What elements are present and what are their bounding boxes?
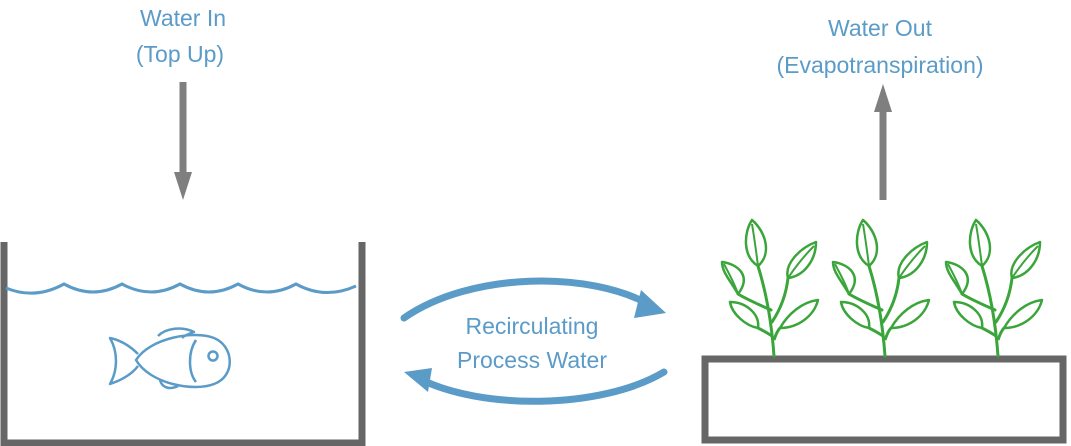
water-in-sublabel: (Top Up) [136, 41, 224, 67]
plant-icon [944, 218, 1044, 358]
grow-bed [701, 355, 1067, 444]
recirculation-arrow-to-fish-tank [404, 368, 668, 405]
water-out-sublabel: (Evapotranspiration) [776, 52, 983, 78]
plant-icon [831, 218, 931, 358]
water-out-arrow [874, 84, 892, 200]
plant-icon [720, 218, 820, 358]
process-water-label: Process Water [457, 347, 607, 373]
water-in-label: Water In [140, 5, 226, 31]
water-out-label: Water Out [828, 15, 933, 41]
recirculation-arrow-to-grow-bed [400, 277, 666, 322]
water-in-arrow [174, 82, 192, 200]
fish-tank [0, 242, 366, 446]
recirculating-label: Recirculating [466, 313, 599, 339]
water-surface [5, 282, 357, 295]
fish-icon [108, 327, 231, 390]
